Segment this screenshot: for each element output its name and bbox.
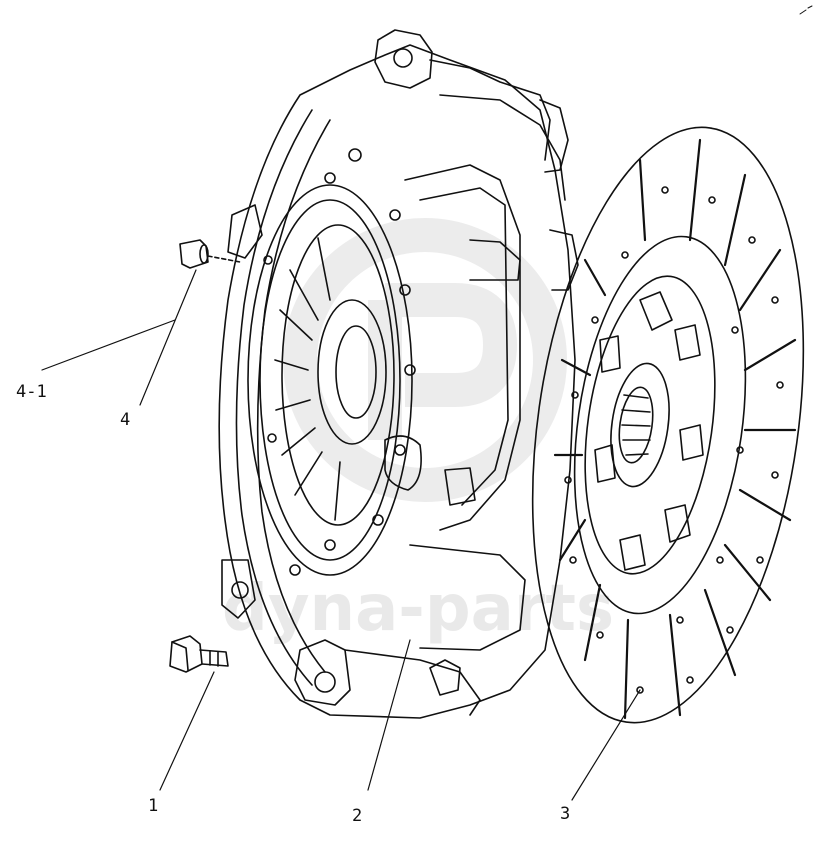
friction-rivets xyxy=(564,186,784,694)
watermark-glyph xyxy=(368,283,518,440)
friction-grooves xyxy=(553,138,797,720)
upper-strap-2 xyxy=(439,94,566,201)
callout-1: 1 xyxy=(148,796,159,816)
leader-1 xyxy=(159,671,215,791)
top-lug xyxy=(374,29,433,89)
top-strap xyxy=(429,59,551,161)
callout-2: 2 xyxy=(352,806,363,826)
pressure-plate-outer xyxy=(247,184,413,576)
bolt-shank xyxy=(199,649,229,667)
disc-hub xyxy=(610,362,670,488)
drive-strap-edge xyxy=(419,187,509,506)
bottom-lug xyxy=(294,639,351,706)
diaphragm-ring xyxy=(281,224,395,526)
clutch-disc xyxy=(531,126,805,724)
dowel-body xyxy=(179,239,209,269)
disc-hub-plate xyxy=(584,275,716,575)
right-boss-3 xyxy=(469,239,521,281)
leader-4-1 xyxy=(41,319,176,371)
dowel-part-4 xyxy=(179,239,241,269)
pressure-plate-inner xyxy=(259,199,401,561)
clutch-cover-assembly xyxy=(218,29,579,719)
leader-lines xyxy=(41,269,641,801)
bottom-lug-hole xyxy=(314,671,336,693)
disc-hub-spline-teeth xyxy=(621,394,651,456)
right-boss-1 xyxy=(539,99,569,173)
disc-outer xyxy=(531,126,805,724)
left-lug-2-hole xyxy=(231,581,249,599)
leader-2 xyxy=(367,639,411,791)
right-boss-2 xyxy=(549,229,579,291)
callout-4-1: 4-1 xyxy=(16,382,47,402)
strap-bolt xyxy=(444,467,476,506)
cover-rim-inner-2 xyxy=(256,119,331,673)
callout-3: 3 xyxy=(560,804,571,824)
bolt-head-face xyxy=(171,641,189,671)
leader-3 xyxy=(571,689,641,801)
diaphragm-fingers xyxy=(274,237,341,521)
disc-spline xyxy=(618,386,654,464)
bottom-strap xyxy=(344,649,481,716)
bottom-strap-2 xyxy=(409,544,526,651)
release-hub-inner xyxy=(335,325,377,419)
drive-strap-body xyxy=(404,164,521,531)
dowel-end xyxy=(199,244,209,264)
bolt-part-1 xyxy=(169,635,229,673)
corner-mark xyxy=(799,5,813,15)
callout-4: 4 xyxy=(120,410,131,430)
cover-rim-inner xyxy=(235,109,313,686)
disc-friction-inner xyxy=(573,235,747,615)
damper-springs xyxy=(594,291,704,571)
leader-4 xyxy=(139,269,197,406)
left-lug-1 xyxy=(227,204,263,259)
cover-outline xyxy=(218,44,576,719)
bottom-boss xyxy=(429,659,461,696)
left-lug-2 xyxy=(221,559,256,619)
top-lug-hole xyxy=(393,48,413,68)
cover-rivets xyxy=(263,148,416,576)
strap-cutout xyxy=(384,435,422,491)
release-hub-outer xyxy=(317,299,387,445)
watermark-ring xyxy=(283,218,567,502)
